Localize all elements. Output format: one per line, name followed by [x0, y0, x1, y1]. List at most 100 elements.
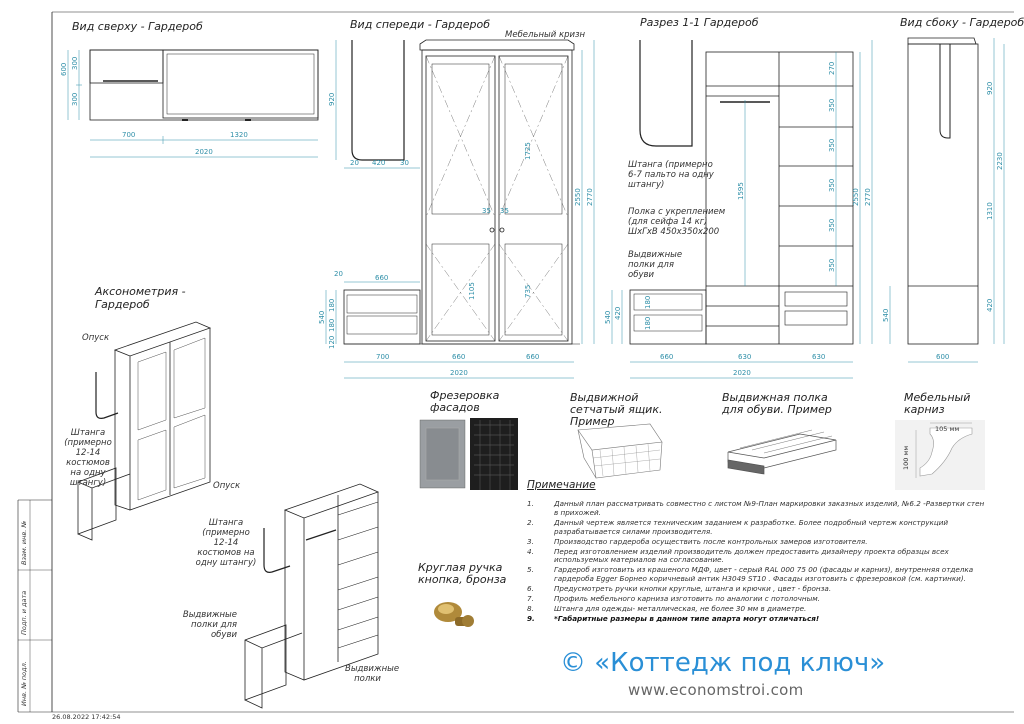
title-front-view: Вид спереди - Гардероб [350, 18, 490, 31]
dim-text: 540 [882, 309, 890, 322]
section-view [629, 40, 854, 345]
dim-text: 350 [828, 99, 836, 112]
dim-text: 180 [328, 299, 336, 312]
cornice-profile-image: 105 мм 100 мм [895, 420, 985, 490]
label-axo2-rod: Штанга (примерно 12-14 костюмов на одну … [195, 518, 257, 568]
label-axo2-opusk: Опуск [213, 481, 241, 491]
top-view [89, 49, 319, 121]
stamp-sign: Подп. и дата [20, 590, 28, 635]
dim-text: 2550 [852, 188, 860, 206]
mesh-box-image [577, 423, 663, 479]
label-axo-rod: Штанга (примерно 12-14 костюмов на одну … [64, 428, 112, 488]
dim-text: 350 [828, 179, 836, 192]
brand-name: © «Коттедж под ключ» [560, 648, 886, 678]
dim-text: 420 [372, 159, 385, 167]
dim-text: 350 [828, 259, 836, 272]
front-view [343, 39, 580, 345]
dim-text: 20 [350, 159, 359, 167]
dim-text: 2020 [195, 148, 213, 156]
milling-facade-image [419, 418, 518, 490]
dim-text: 35 [482, 207, 491, 215]
dim-text: 2770 [586, 188, 594, 206]
dim-text: 180 [328, 319, 336, 332]
dim-text: 1105 [468, 282, 476, 300]
top-view-dims: 600 300 300 700 1320 2020 [60, 50, 318, 158]
label-cornice-front: Мебельный кризн [505, 30, 586, 40]
shoe-shelf-image [727, 429, 837, 475]
label-shoe-pull: Выдвижные полки для обуви [628, 250, 683, 280]
dim-text: 600 [60, 63, 68, 76]
bronze-knob-image [434, 602, 474, 627]
dim-text: 660 [375, 274, 388, 282]
dim-text: 920 [328, 93, 336, 106]
dim-text: 660 [452, 353, 465, 361]
cornice-height-label: 100 мм [902, 446, 910, 470]
dim-text: 660 [660, 353, 673, 361]
side-view [907, 37, 979, 345]
dim-text: 2020 [733, 369, 751, 377]
dim-text: 735 [524, 285, 532, 298]
label-axo2-shoe: Выдвижные полки для обуви [182, 610, 237, 640]
axonometry-open [244, 483, 380, 709]
dim-text: 420 [614, 307, 622, 320]
dim-text: 540 [604, 311, 612, 324]
dim-text: 1320 [230, 131, 248, 139]
stamp-inv: Взам. инв. № [20, 520, 28, 565]
label-axo-opusk: Опуск [82, 333, 110, 343]
title-side-view: Вид сбоку - Гардероб [900, 16, 1024, 29]
axonometry-closed [77, 321, 212, 541]
title-section-view: Разрез 1-1 Гардероб [640, 16, 759, 29]
note-item: 1.Данный план рассматривать совместно с … [527, 499, 985, 517]
dim-text: 1725 [524, 142, 532, 160]
print-date: 26.08.2022 17:42:54 [52, 713, 121, 721]
note-item: 6.Предусмотреть ручки кнопки круглые, шт… [527, 584, 832, 594]
label-axo2-shelves: Выдвижные полки [345, 664, 400, 684]
dim-text: 630 [738, 353, 751, 361]
notes-title: Примечание [527, 479, 596, 491]
note-item: 7.Профиль мебельного карниза изготовить … [527, 594, 820, 604]
title-mesh-box: Выдвижной сетчатый ящик. Пример [570, 391, 663, 428]
label-rod-section: Штанга (примерно 6-7 пальто на одну штан… [628, 160, 714, 190]
dim-text: 1310 [986, 202, 994, 220]
dim-text: 420 [986, 299, 994, 312]
dim-text: 35 [500, 207, 509, 215]
dim-text: 920 [986, 82, 994, 95]
dim-text: 540 [318, 311, 326, 324]
dim-text: 700 [122, 131, 135, 139]
title-knob: Круглая ручка кнопка, бронза [418, 561, 507, 586]
dim-text: 350 [828, 139, 836, 152]
note-item: 4.Перед изготовлением изделий производит… [527, 546, 949, 565]
note-item: 3.Производство гардероба осуществить пос… [527, 536, 868, 546]
dim-text: 120 [328, 336, 336, 349]
title-milling: Фрезеровка фасадов [430, 389, 500, 414]
dim-text: 350 [828, 219, 836, 232]
dim-text: 660 [526, 353, 539, 361]
dim-text: 700 [376, 353, 389, 361]
cornice-width-label: 105 мм [935, 425, 959, 433]
sheet-frame [17, 11, 1014, 713]
dim-text: 1595 [737, 182, 745, 200]
stamp-orig: Инв. № подл. [20, 661, 28, 706]
dim-text: 30 [400, 159, 409, 167]
dim-text: 300 [71, 93, 79, 106]
dim-text: 2230 [996, 152, 1004, 170]
dim-text: 20 [334, 270, 343, 278]
dim-text: 180 [644, 296, 652, 309]
title-axonometry: Аксонометрия - Гардероб [95, 285, 186, 311]
dim-text: 270 [828, 62, 836, 75]
dim-text: 2550 [574, 188, 582, 206]
front-view-dims: 920 20 420 30 20 660 540 180 180 120 700… [318, 40, 595, 379]
note-item: 9.*Габаритные размеры в данном типе апар… [527, 614, 820, 624]
side-view-dims: 920 2230 1310 540 420 600 [882, 38, 1005, 363]
notes-list: 1.Данный план рассматривать совместно с … [527, 499, 987, 625]
brand-site-link[interactable]: www.economstroi.com [628, 681, 804, 699]
note-item: 8.Штанга для одежды- металлическая, не б… [527, 604, 807, 614]
section-view-dims: 1595 270 350 350 350 350 350 2550 2770 5… [604, 40, 873, 379]
dim-text: 2020 [450, 369, 468, 377]
dim-text: 180 [644, 317, 652, 330]
dim-text: 630 [812, 353, 825, 361]
title-shoe-shelf: Выдвижная полка для обуви. Пример [722, 391, 832, 416]
title-cornice: Мебельный карниз [904, 391, 971, 416]
